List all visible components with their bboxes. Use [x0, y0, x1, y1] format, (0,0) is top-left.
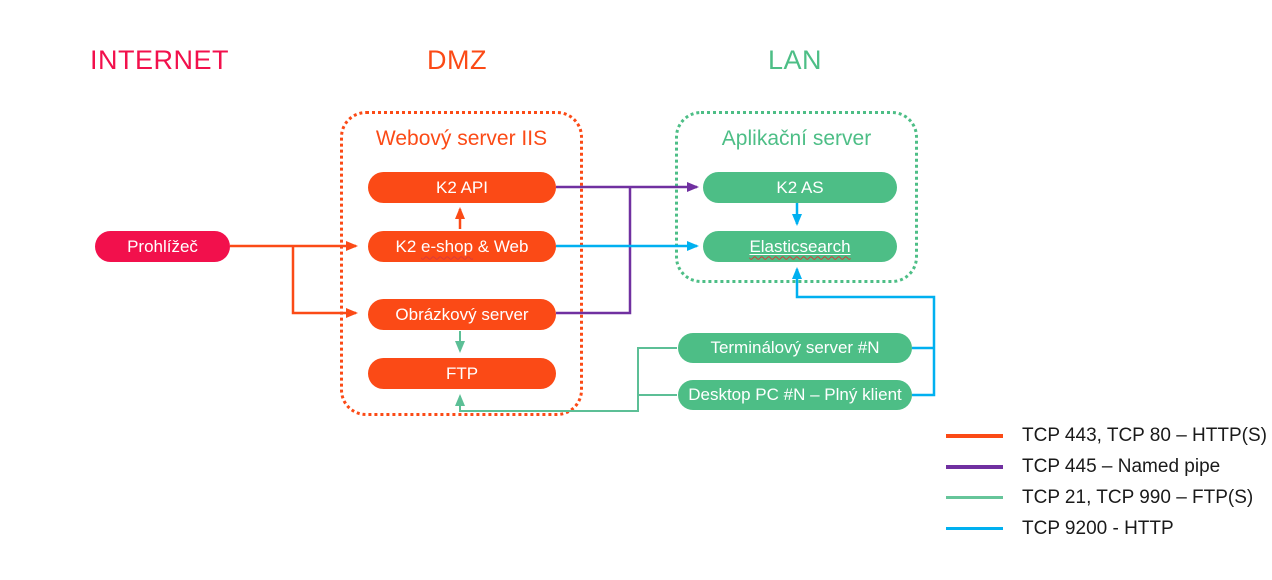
- node-elasticsearch: Elasticsearch: [703, 231, 897, 262]
- node-k2-as-label: K2 AS: [776, 177, 824, 197]
- node-ftp: FTP: [368, 358, 556, 389]
- legend-swatch-orange: [946, 433, 1003, 438]
- edge-prohlizec-to-obrazkovy: [291, 246, 358, 318]
- legend: TCP 443, TCP 80 – HTTP(S) TCP 445 – Name…: [946, 420, 1267, 544]
- node-prohlizec: Prohlížeč: [95, 231, 230, 262]
- node-desktop-pc: Desktop PC #N – Plný klient: [678, 380, 912, 410]
- legend-swatch-purple: [946, 464, 1003, 469]
- zone-heading-dmz: DMZ: [427, 45, 487, 75]
- zone-heading-internet: INTERNET: [90, 45, 229, 75]
- lan-group-title: Aplikační server: [721, 127, 872, 150]
- spellcheck-squiggle: Elasticsearch: [749, 237, 850, 257]
- node-ftp-label: FTP: [445, 363, 479, 383]
- legend-item-ftps: TCP 21, TCP 990 – FTP(S): [946, 482, 1267, 513]
- legend-label: TCP 443, TCP 80 – HTTP(S): [1022, 424, 1267, 446]
- dmz-group-box: Webový server IIS: [340, 111, 583, 416]
- node-k2-api: K2 API: [368, 172, 556, 203]
- node-obrazkovy-server-label: Obrázkový server: [395, 304, 529, 324]
- legend-item-http-9200: TCP 9200 - HTTP: [946, 513, 1267, 544]
- legend-label: TCP 21, TCP 990 – FTP(S): [1022, 486, 1254, 508]
- edge-obrazkovy-to-k2as-segment: [556, 187, 632, 315]
- legend-swatch-cyan: [946, 527, 1003, 530]
- legend-label: TCP 9200 - HTTP: [1022, 517, 1174, 539]
- legend-item-named-pipe: TCP 445 – Named pipe: [946, 451, 1267, 482]
- node-k2-as: K2 AS: [703, 172, 897, 203]
- node-elasticsearch-label: Elasticsearch: [749, 236, 851, 256]
- node-terminal-server-label: Terminálový server #N: [710, 338, 880, 357]
- node-obrazkovy-server: Obrázkový server: [368, 299, 556, 330]
- zone-heading-lan: LAN: [768, 45, 823, 75]
- node-desktop-pc-label: Desktop PC #N – Plný klient: [688, 385, 902, 404]
- legend-label: TCP 445 – Named pipe: [1022, 455, 1221, 477]
- node-k2-eshop-web: K2 e-shop & Web: [368, 231, 556, 262]
- node-prohlizec-label: Prohlížeč: [127, 236, 198, 256]
- spellcheck-squiggle: e-shop: [421, 236, 474, 256]
- node-terminal-server: Terminálový server #N: [678, 333, 912, 363]
- dmz-group-title: Webový server IIS: [375, 127, 548, 150]
- legend-swatch-green: [946, 496, 1003, 499]
- node-k2-eshop-web-label: K2 e-shop & Web: [395, 236, 529, 256]
- node-k2-api-label: K2 API: [436, 177, 488, 197]
- edge-desktop-to-elasticsearch: [792, 267, 936, 397]
- edge-terminal-to-ftp: [455, 347, 677, 412]
- legend-item-https: TCP 443, TCP 80 – HTTP(S): [946, 420, 1267, 451]
